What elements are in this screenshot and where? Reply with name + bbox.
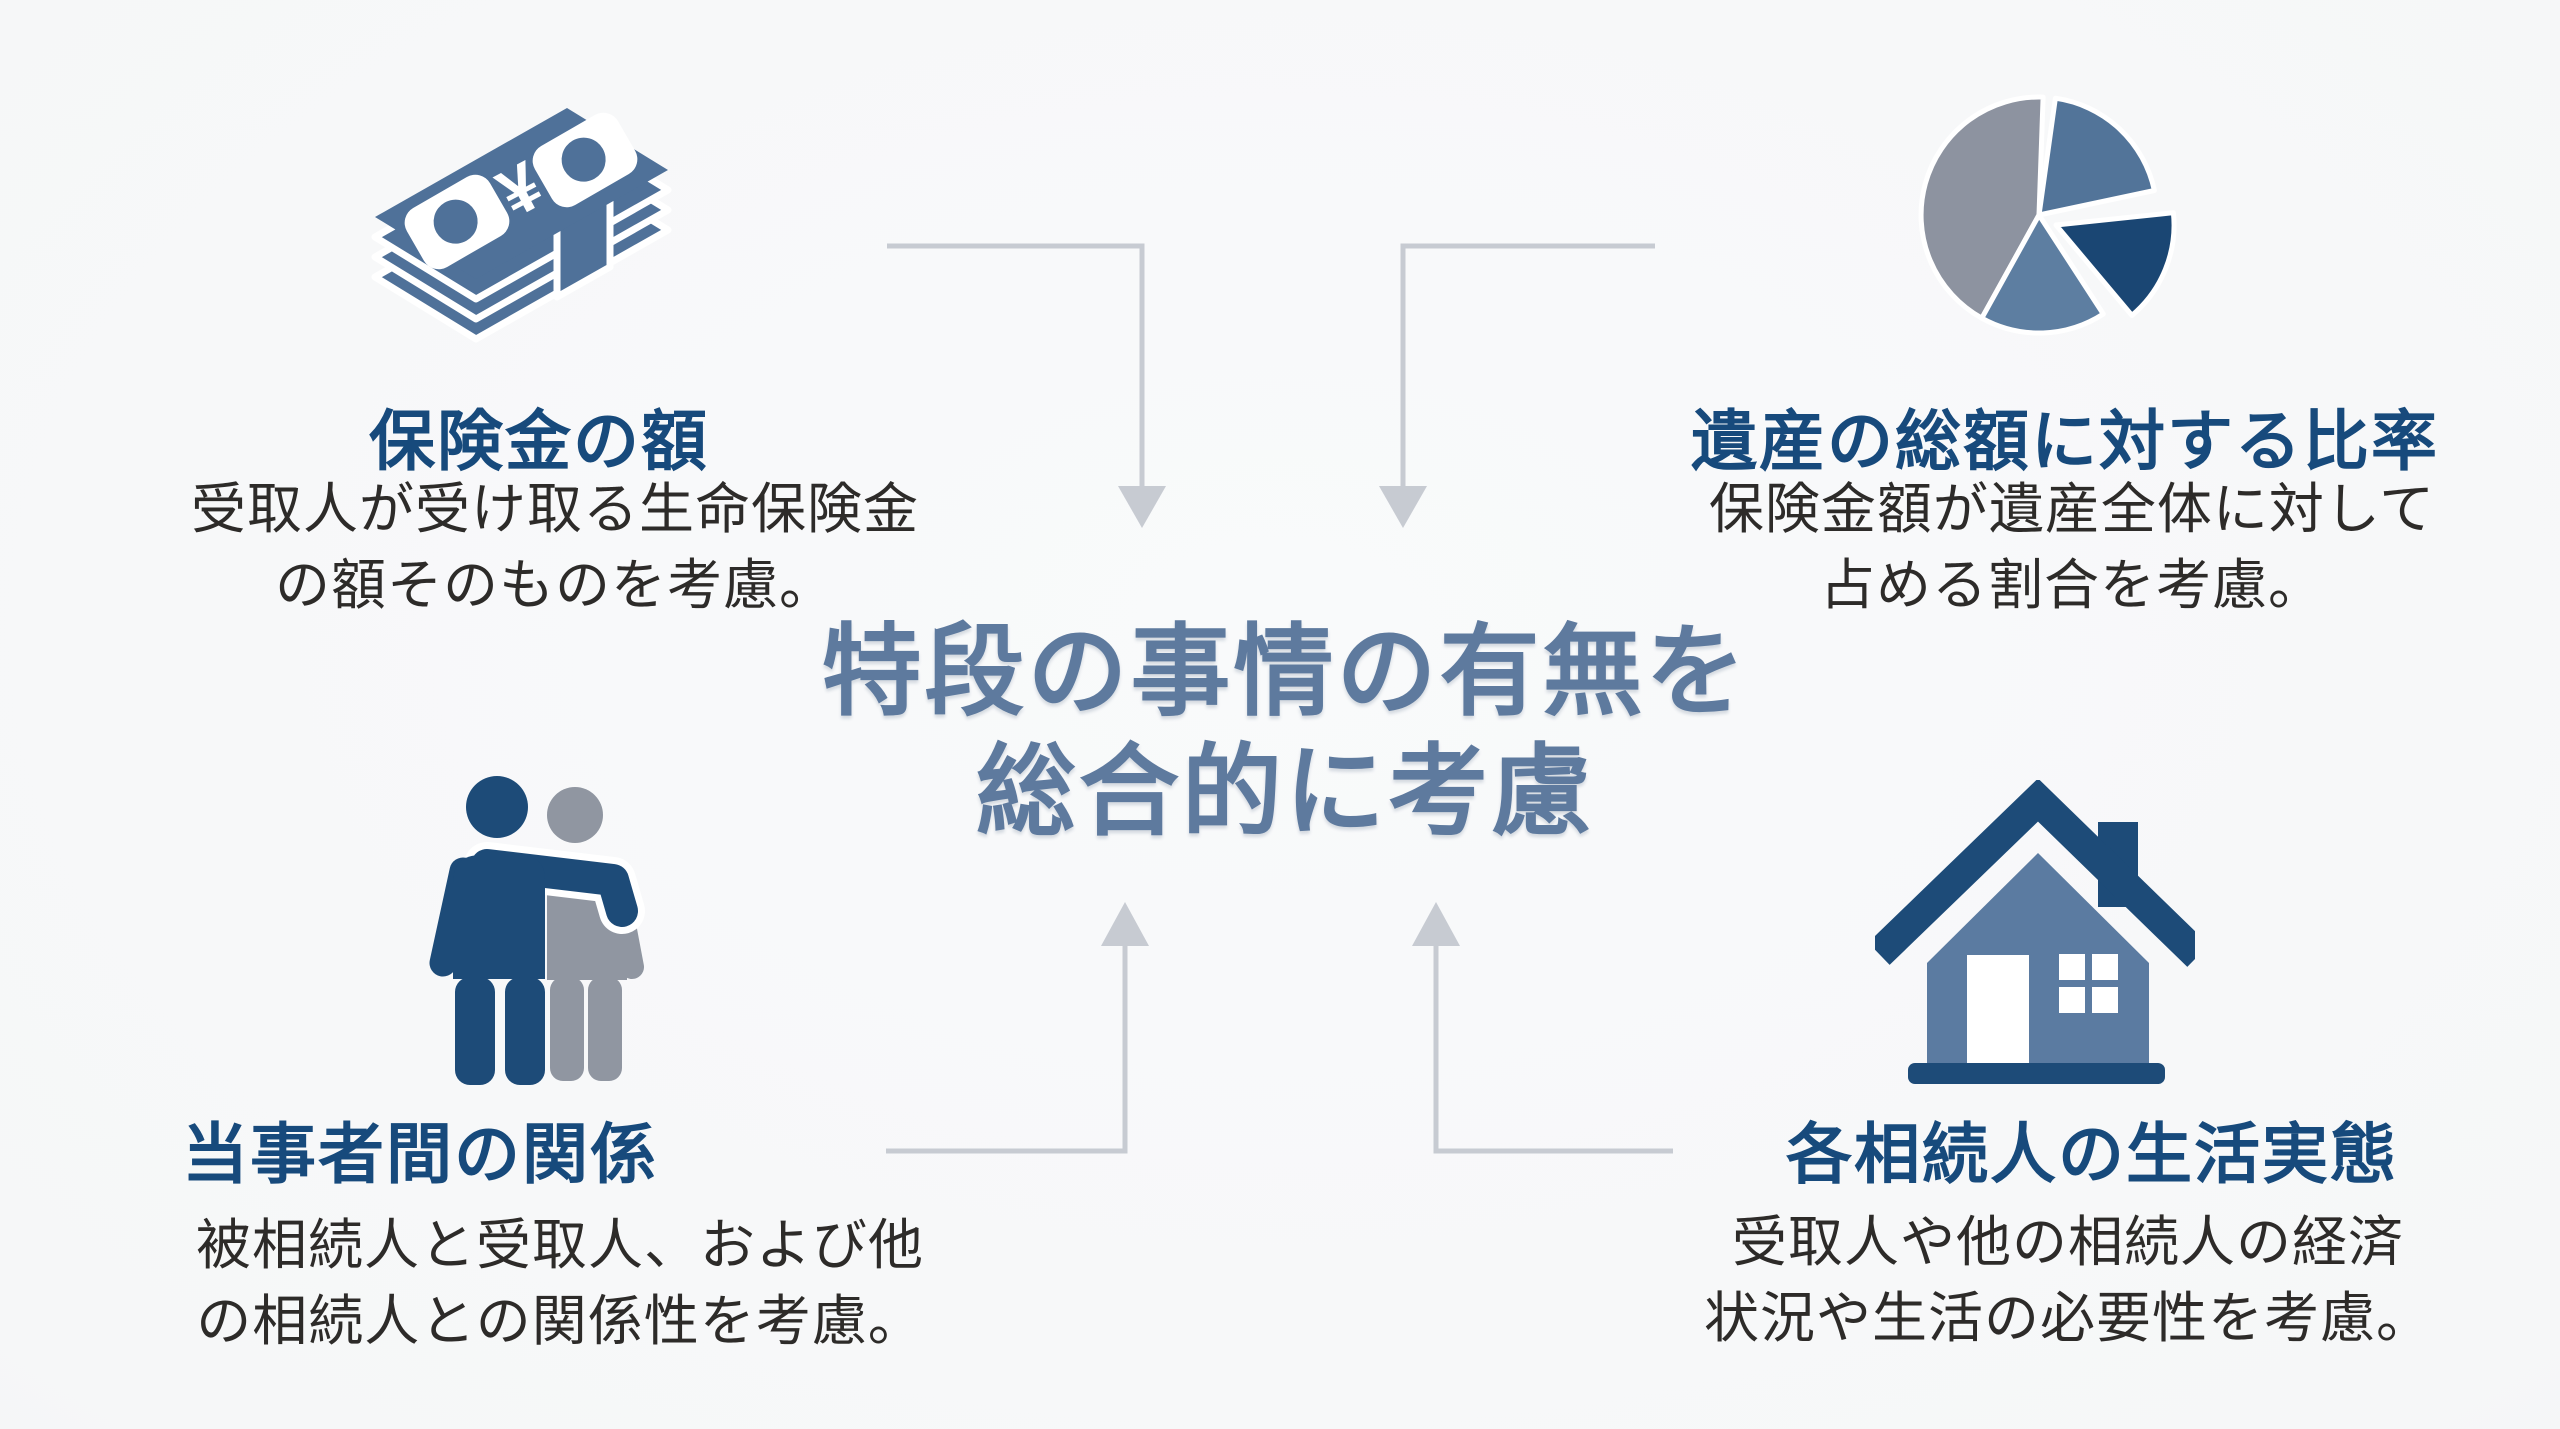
arrow-bottom-left: [886, 942, 1128, 1154]
arrowhead-up-icon: [1412, 902, 1460, 946]
center-statement: 特段の事情の有無を 総合的に考慮: [590, 612, 1980, 852]
quadrant-description: 保険金額が遺産全体に対して 占める割合を考慮。: [1708, 478, 2436, 616]
house-icon: [1875, 780, 2195, 1084]
arrowhead-down-icon: [1118, 486, 1166, 528]
center-statement-line2: 総合的に考慮: [976, 736, 1594, 848]
quadrant-title: 当事者間の関係: [182, 1117, 658, 1191]
arrowhead-up-icon: [1101, 902, 1149, 946]
two-people-icon: [429, 776, 645, 1085]
quadrant-description: 受取人が受け取る生命保険金 の額そのものを考慮。: [190, 478, 919, 616]
money-stack-icon: ¥: [371, 108, 672, 343]
arrowhead-down-icon: [1379, 486, 1427, 528]
quadrant-title: 各相続人の生活実態: [1786, 1117, 2398, 1191]
center-statement-line1: 特段の事情の有無を: [821, 616, 1749, 728]
quadrant-description: 被相続人と受取人、および他 の相続人との関係性を考慮。: [195, 1214, 924, 1352]
quadrant-title: 保険金の額: [369, 404, 709, 478]
quadrant-title: 遺産の総額に対する比率: [1691, 404, 2439, 478]
quadrant-description: 受取人や他の相続人の経済 状況や生活の必要性を考慮。: [1703, 1211, 2432, 1349]
pie-chart-icon: [1918, 94, 2177, 336]
arrow-bottom-right: [1433, 942, 1673, 1154]
